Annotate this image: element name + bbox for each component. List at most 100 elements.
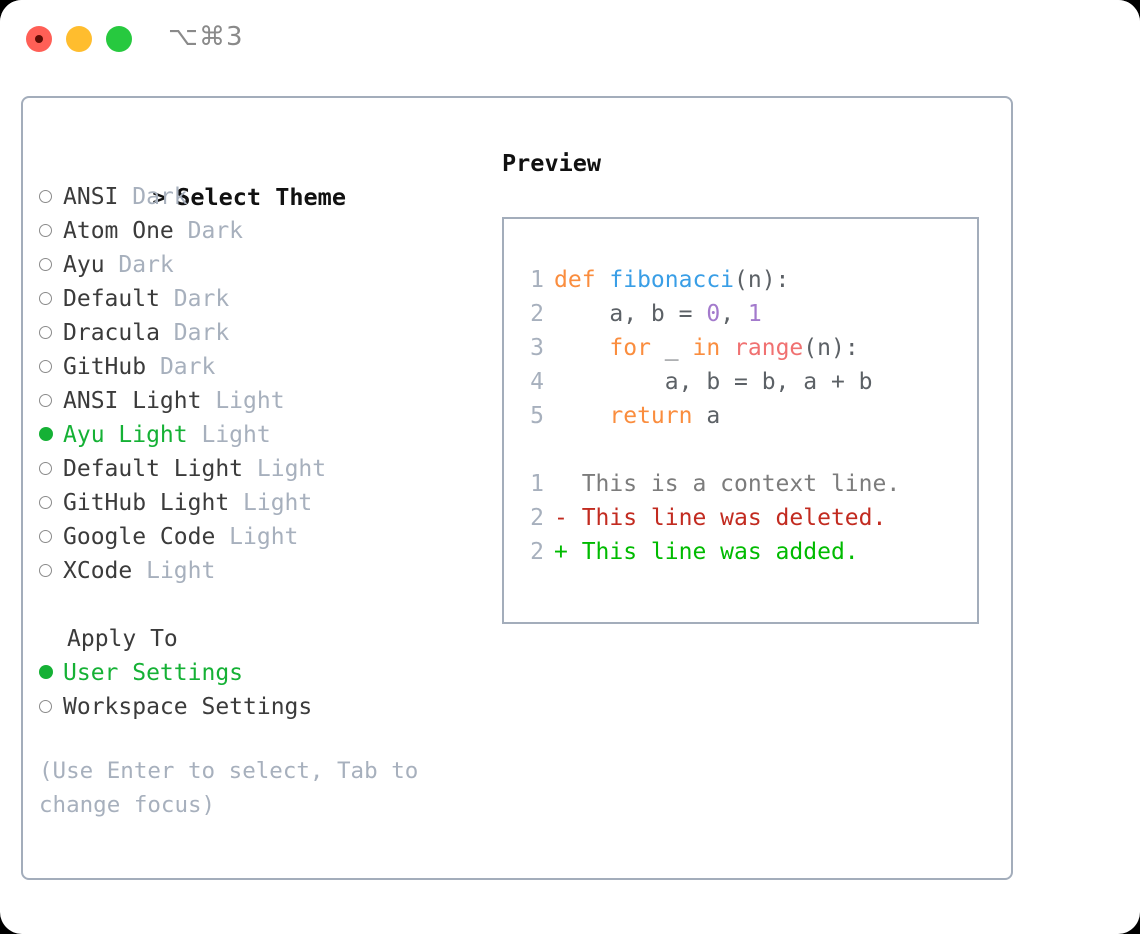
theme-option-name: GitHub [63, 354, 160, 380]
theme-option-name: GitHub Light [63, 490, 244, 516]
code-token: for [609, 335, 651, 361]
radio-unselected-icon [39, 690, 63, 724]
theme-option-variant: Dark [159, 354, 216, 380]
diff-line: 2 - This line was deleted. [522, 501, 977, 535]
diff-text: - This line was deleted. [554, 505, 887, 531]
radio-glyph [39, 326, 52, 339]
theme-option-variant: Light [256, 456, 327, 482]
radio-glyph [39, 258, 52, 271]
radio-glyph [39, 360, 52, 373]
theme-option-name: Dracula [63, 320, 174, 346]
radio-glyph [39, 700, 52, 713]
select-theme-header-label: Select Theme [176, 183, 346, 211]
theme-option-name: Atom One [63, 218, 188, 244]
radio-glyph [39, 564, 52, 577]
theme-option-name: Ayu Light [63, 422, 202, 448]
theme-option-variant: Light [201, 422, 271, 448]
theme-option-row[interactable]: ANSI Dark [39, 180, 489, 214]
keyboard-hint-text: (Use Enter to select, Tab to change focu… [39, 758, 419, 818]
list-spacer [39, 588, 489, 622]
theme-option-name: Default Light [63, 456, 257, 482]
diff-line: 1 This is a context line. [522, 467, 977, 501]
theme-option-row[interactable]: Ayu Light Light [39, 418, 489, 452]
theme-option-row[interactable]: Dracula Dark [39, 316, 489, 350]
code-line: 4 a, b = b, a + b [522, 365, 977, 399]
code-line: 2 a, b = 0, 1 [522, 297, 977, 331]
code-line: 5 return a [522, 399, 977, 433]
code-token: , [720, 301, 748, 327]
radio-glyph [39, 292, 52, 305]
select-theme-header: > Select Theme [39, 146, 489, 211]
apply-to-option-row[interactable]: User Settings [39, 656, 489, 690]
radio-unselected-icon [39, 384, 63, 418]
caret-icon: > [152, 183, 167, 211]
radio-glyph [39, 190, 52, 203]
theme-option-variant: Dark [118, 252, 174, 278]
radio-unselected-icon [39, 282, 63, 316]
code-token: fibonacci [609, 267, 735, 293]
theme-option-variant: Dark [173, 320, 230, 346]
theme-option-row[interactable]: Default Light Light [39, 452, 489, 486]
radio-unselected-icon [39, 520, 63, 554]
radio-unselected-icon [39, 316, 63, 350]
theme-option-name: Default [63, 286, 174, 312]
diff-line: 2 + This line was added. [522, 535, 977, 569]
apply-to-label: Apply To [67, 626, 178, 652]
theme-option-row[interactable]: Google Code Light [39, 520, 489, 554]
radio-unselected-icon [39, 452, 63, 486]
radio-glyph [39, 496, 52, 509]
radio-unselected-icon [39, 486, 63, 520]
line-number: 2 [530, 301, 544, 327]
apply-to-option-row[interactable]: Workspace Settings [39, 690, 489, 724]
line-number: 2 [530, 539, 544, 565]
code-token: (n): [803, 335, 859, 361]
radio-glyph [39, 665, 53, 679]
theme-option-row[interactable]: Atom One Dark [39, 214, 489, 248]
theme-option-row[interactable]: ANSI Light Light [39, 384, 489, 418]
code-token: (n): [734, 267, 790, 293]
theme-option-row[interactable]: Ayu Dark [39, 248, 489, 282]
theme-option-name: ANSI Light [63, 388, 216, 414]
theme-option-row[interactable]: XCode Light [39, 554, 489, 588]
radio-glyph [39, 462, 52, 475]
theme-option-row[interactable]: Default Dark [39, 282, 489, 316]
radio-glyph [39, 394, 52, 407]
radio-glyph [39, 427, 53, 441]
line-number: 4 [530, 369, 544, 395]
theme-option-name: Google Code [63, 524, 230, 550]
preview-title: Preview [502, 149, 602, 177]
code-token [720, 335, 734, 361]
radio-unselected-icon [39, 214, 63, 248]
theme-option-name: Ayu [63, 252, 119, 278]
diff-text: This is a context line. [554, 471, 901, 497]
theme-option-row[interactable]: GitHub Light Light [39, 486, 489, 520]
theme-option-row[interactable]: GitHub Dark [39, 350, 489, 384]
code-token: a, b = b, a + b [554, 369, 873, 395]
code-token: a, b = [554, 301, 707, 327]
maximize-window-button[interactable] [106, 26, 132, 52]
theme-option-variant: Light [243, 490, 313, 516]
close-window-button[interactable] [26, 26, 52, 52]
code-token: 0 [706, 301, 721, 327]
theme-option-variant: Dark [132, 184, 188, 210]
line-number: 1 [530, 267, 544, 293]
code-token: return [609, 403, 693, 429]
diff-text: + This line was added. [554, 539, 859, 565]
radio-unselected-icon [39, 350, 63, 384]
code-line: 3 for _ in range(n): [522, 331, 977, 365]
apply-to-option-name: User Settings [63, 660, 244, 686]
line-number: 2 [530, 505, 544, 531]
radio-unselected-icon [39, 180, 63, 214]
minimize-window-button[interactable] [66, 26, 92, 52]
code-token: _ [650, 335, 693, 361]
title-bar: ⌥⌘3 [0, 0, 1140, 78]
theme-option-name: ANSI [63, 184, 133, 210]
